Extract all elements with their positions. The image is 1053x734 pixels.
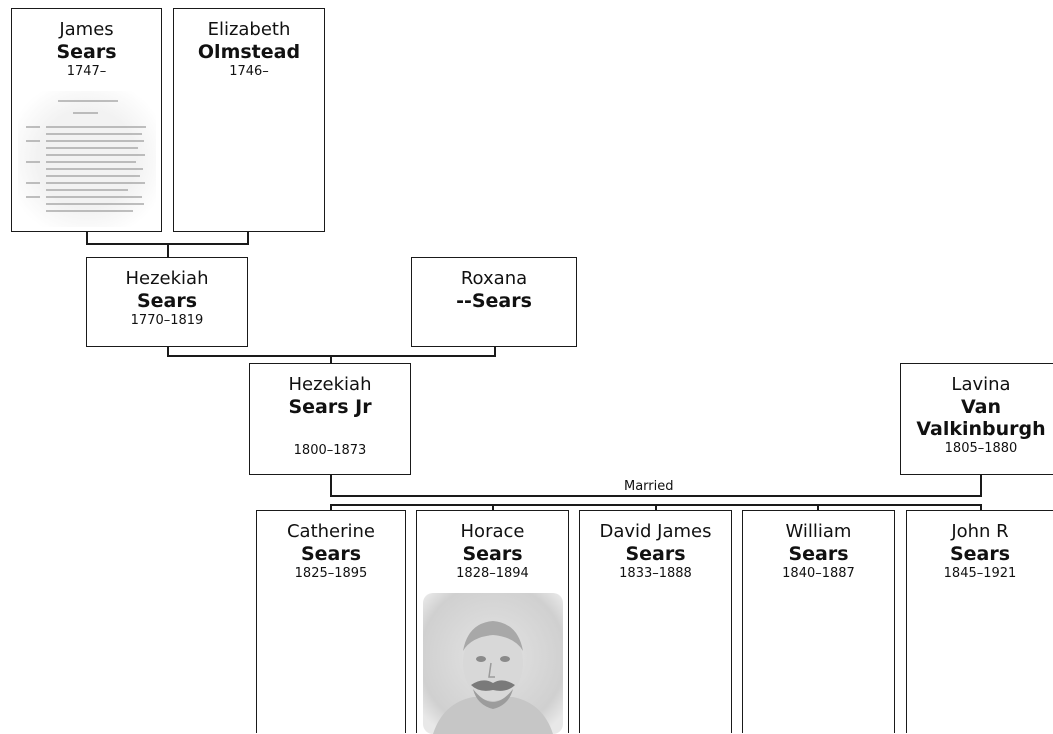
surname: Sears [462, 543, 523, 565]
given-name: Hezekiah [125, 268, 209, 289]
surname: Sears [625, 543, 686, 565]
married-label: Married [622, 479, 676, 494]
life-dates: 1828–1894 [456, 566, 529, 581]
life-dates: 1770–1819 [130, 313, 204, 328]
surname: Van Valkinburgh [916, 396, 1046, 440]
connector-line [980, 504, 982, 511]
connector-line [167, 346, 169, 356]
connector-line [330, 355, 332, 364]
given-name: Catherine [286, 521, 376, 542]
life-dates: 1840–1887 [782, 566, 855, 581]
surname: Olmstead [197, 41, 301, 63]
connector-line [494, 346, 496, 356]
person-card-hezekiah-sears[interactable]: Hezekiah Sears 1770–1819 [86, 257, 248, 347]
given-name: Lavina [951, 374, 1011, 395]
connector-line [330, 474, 332, 496]
person-card-catherine-sears[interactable]: Catherine Sears 1825–1895 [256, 510, 406, 733]
connector-line [167, 243, 169, 258]
surname: Sears [949, 543, 1011, 565]
person-card-horace-sears[interactable]: Horace Sears 1828–1894 [416, 510, 569, 734]
life-dates: 1833–1888 [619, 566, 692, 581]
surname: Sears [300, 543, 362, 565]
given-name: Elizabeth [207, 19, 291, 40]
life-dates: 1800–1873 [293, 443, 367, 458]
connector-line [330, 504, 332, 511]
surname: Sears [56, 41, 117, 63]
surname: Sears [136, 290, 198, 312]
portrait-photo[interactable] [422, 593, 563, 734]
person-card-roxana-sears[interactable]: Roxana --Sears [411, 257, 577, 347]
connector-line [167, 355, 496, 357]
given-name: Roxana [460, 268, 528, 289]
person-card-james-sears[interactable]: James Sears 1747– [11, 8, 162, 232]
given-name: William [785, 521, 852, 542]
surname: --Sears [456, 290, 532, 312]
connector-line [86, 231, 88, 244]
life-dates: 1845–1921 [943, 566, 1017, 581]
connector-line [817, 504, 819, 511]
connector-line [492, 504, 494, 511]
connector-line [247, 231, 249, 244]
connector-line [980, 474, 982, 496]
given-name: David James [599, 521, 712, 542]
person-card-david-james-sears[interactable]: David James Sears 1833–1888 [579, 510, 732, 733]
surname: Sears [788, 543, 849, 565]
life-dates: 1805–1880 [944, 441, 1018, 456]
given-name: Hezekiah [288, 374, 372, 395]
person-card-elizabeth-olmstead[interactable]: Elizabeth Olmstead 1746– [173, 8, 325, 232]
person-card-william-sears[interactable]: William Sears 1840–1887 [742, 510, 895, 733]
connector-line [655, 504, 657, 511]
surname: Sears Jr [288, 396, 372, 418]
life-dates: 1825–1895 [294, 566, 368, 581]
life-dates: 1747– [66, 64, 107, 79]
given-name: John R [951, 521, 1009, 542]
person-card-john-r-sears[interactable]: John R Sears 1845–1921 [906, 510, 1053, 733]
person-card-hezekiah-sears-jr[interactable]: Hezekiah Sears Jr 1800–1873 [249, 363, 411, 475]
given-name: James [59, 19, 114, 40]
person-card-lavina-van-valkinburgh[interactable]: Lavina Van Valkinburgh 1805–1880 [900, 363, 1053, 475]
given-name: Horace [460, 521, 525, 542]
marriage-line [330, 495, 982, 497]
document-image[interactable] [17, 91, 156, 227]
life-dates: 1746– [229, 64, 269, 79]
